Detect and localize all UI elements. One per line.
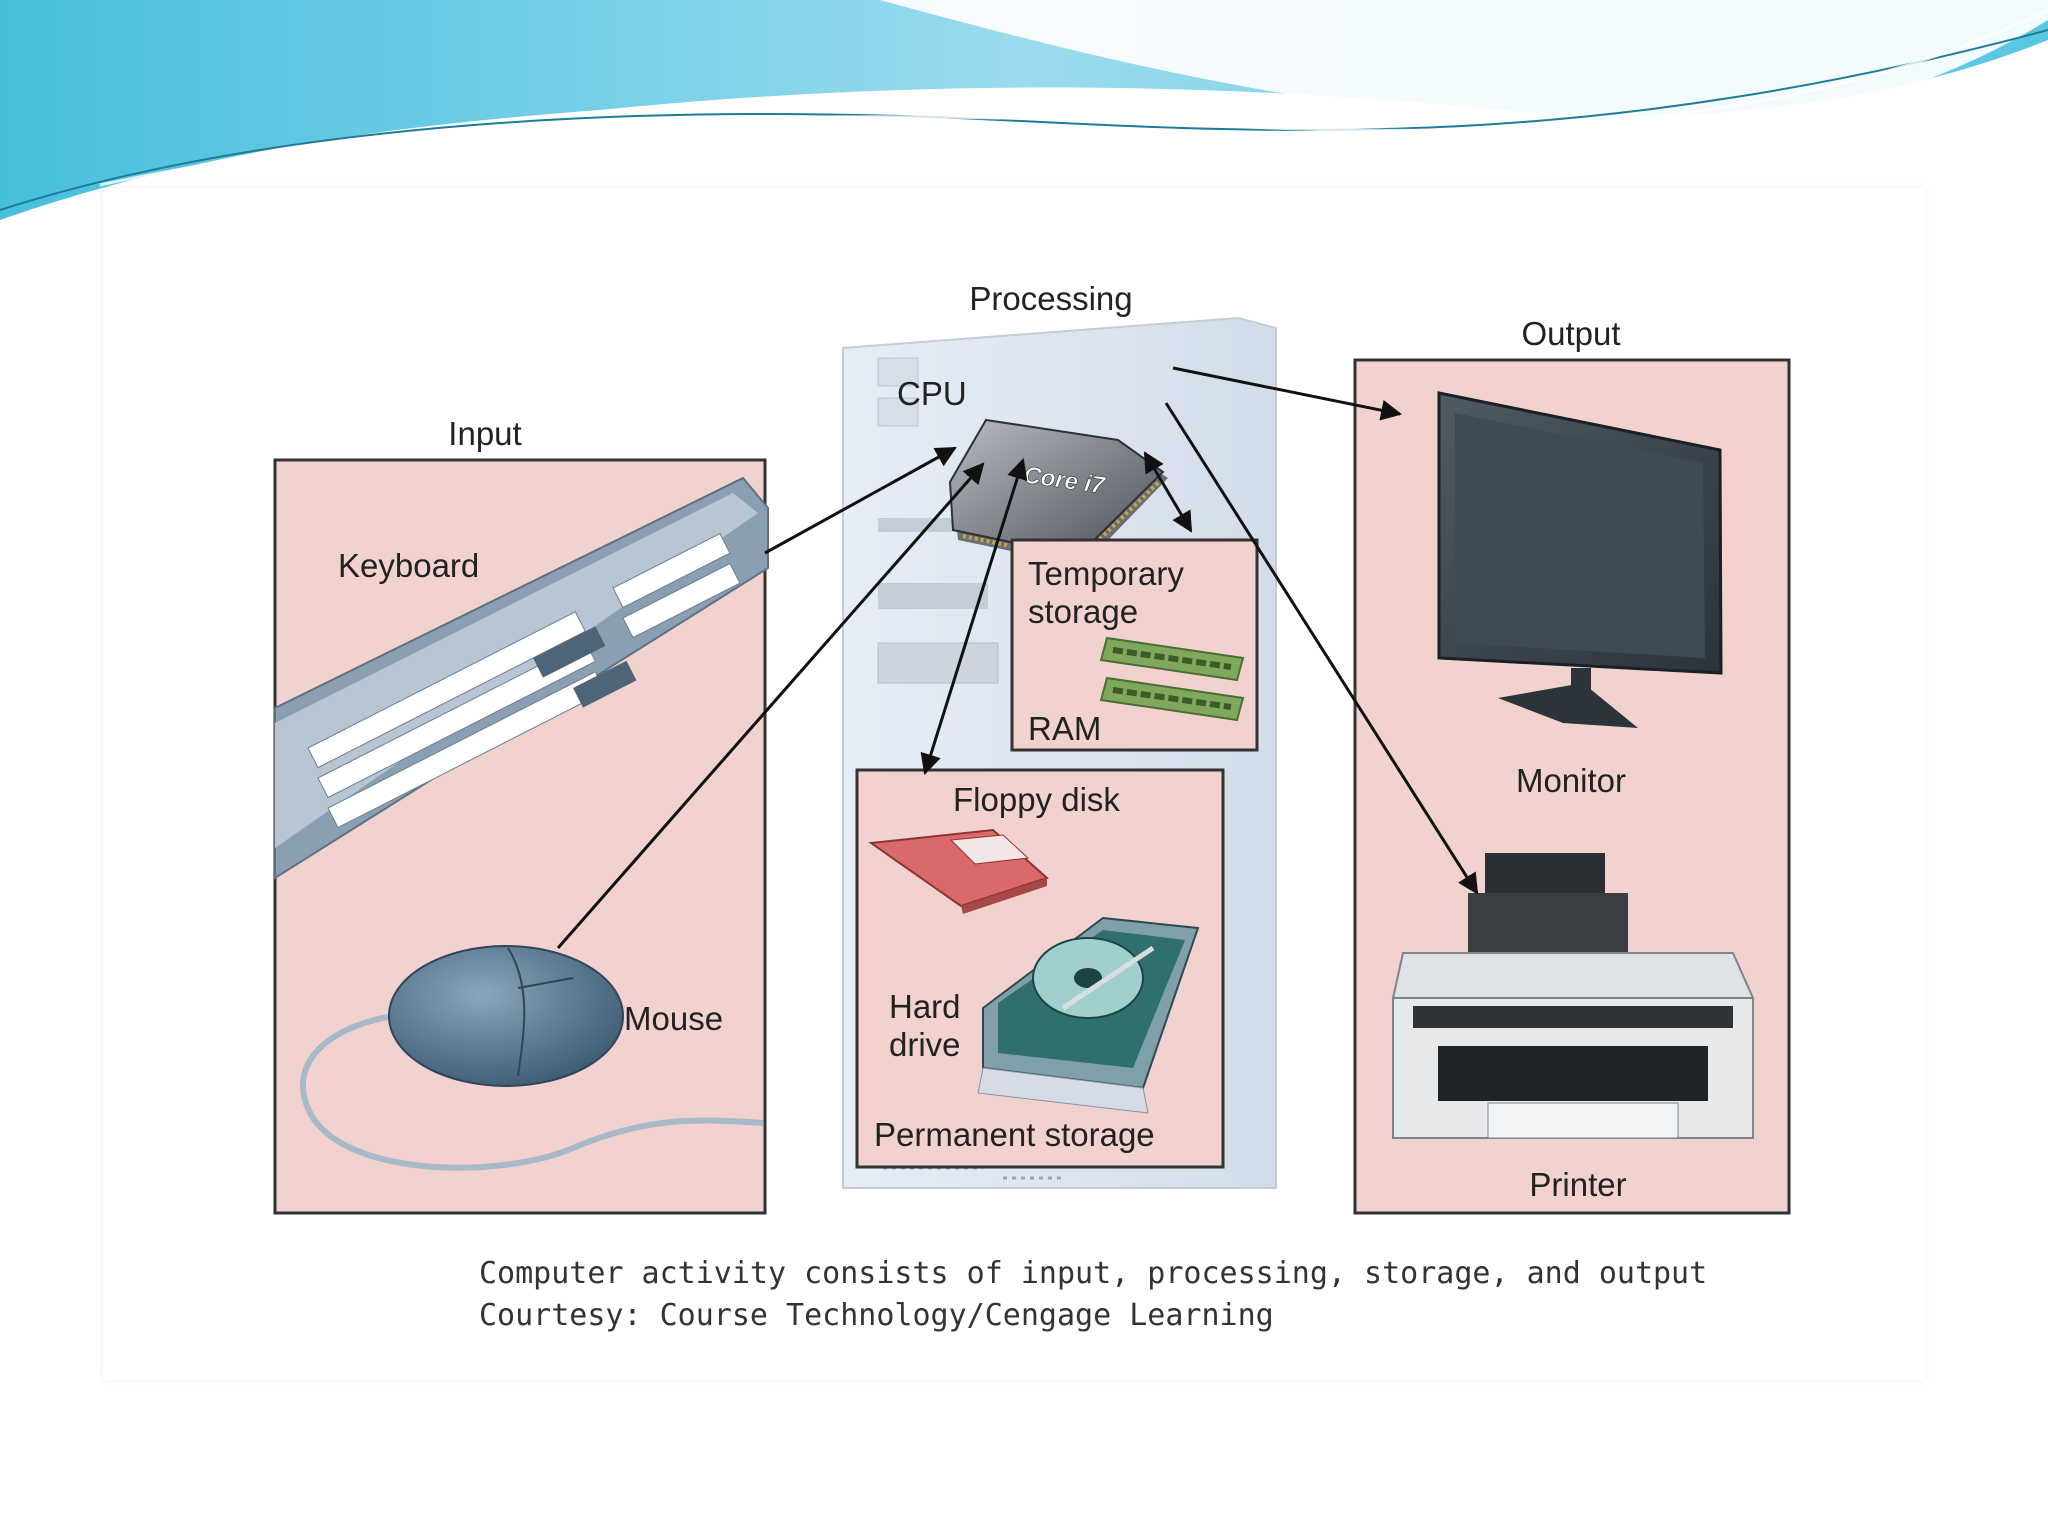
mouse-icon	[299, 945, 764, 1171]
printer-label: Printer	[1529, 1166, 1626, 1203]
arrow-cpu-to-monitor	[1172, 366, 1403, 421]
processing-label: Processing	[969, 280, 1132, 317]
hard-drive-icon	[977, 916, 1200, 1114]
figure-caption: Computer activity consists of input, pro…	[479, 1256, 1708, 1291]
header-wave-banner	[0, 0, 2048, 220]
monitor-label: Monitor	[1516, 762, 1626, 799]
mouse-label: Mouse	[624, 1000, 723, 1037]
floppy-disk-icon	[868, 828, 1049, 914]
figure-credit: Courtesy: Course Technology/Cengage Lear…	[479, 1298, 1274, 1333]
keyboard-label: Keyboard	[338, 547, 479, 584]
arrow-cpu-permanent-storage	[920, 457, 1028, 776]
temporary-storage-label-line2: storage	[1028, 593, 1138, 630]
arrow-cpu-temporary-storage	[1143, 451, 1193, 533]
computer-activity-diagram: Input Keyboard Mouse	[273, 280, 1791, 1215]
ram-label: RAM	[1028, 710, 1101, 747]
arrow-cpu-to-printer	[1164, 402, 1479, 895]
figure-panel: Input Keyboard Mouse	[103, 188, 1925, 1380]
ram-module-icon	[1099, 636, 1245, 722]
floppy-disk-label: Floppy disk	[953, 781, 1120, 818]
permanent-storage-label: Permanent storage	[874, 1116, 1155, 1153]
printer-icon	[1391, 853, 1755, 1139]
hard-drive-label-line2: drive	[889, 1026, 961, 1063]
flow-arrows	[556, 366, 1479, 949]
arrow-mouse-to-cpu	[556, 462, 985, 949]
output-label: Output	[1521, 315, 1620, 352]
input-label: Input	[448, 415, 521, 452]
keyboard-icon	[274, 476, 769, 880]
temporary-storage-label-line1: Temporary	[1028, 555, 1184, 592]
monitor-icon	[1437, 391, 1723, 728]
hard-drive-label-line1: Hard	[889, 988, 961, 1025]
cpu-label: CPU	[897, 375, 967, 412]
